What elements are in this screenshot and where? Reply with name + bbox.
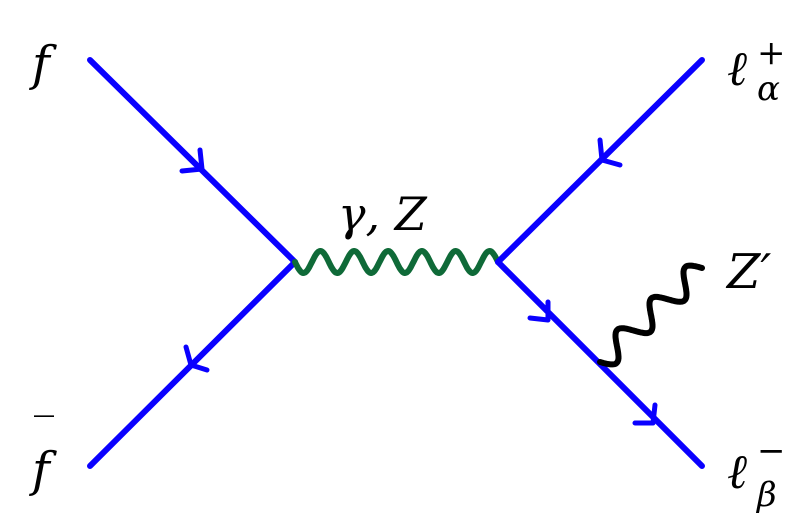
lepton-arrow-lminus: [527, 299, 551, 323]
label-zprime: Z′: [725, 244, 771, 300]
label-lplus: ℓ: [727, 41, 747, 97]
label-lminus-sub: β: [755, 475, 777, 515]
propagator-wavy-line: [292, 248, 501, 276]
label-lplus-sup: +: [757, 33, 786, 73]
label-lminus: ℓ: [727, 444, 747, 500]
fermion-line-f: [87, 57, 298, 265]
lepton-arrow-lplus: [597, 137, 623, 168]
label-lplus-sub: α: [757, 69, 780, 109]
label-boson: γ, Z: [338, 187, 428, 241]
label-lminus-sup: −: [757, 431, 786, 471]
lepton-arrow-lminus-2: [632, 402, 658, 426]
label-f: f: [29, 36, 57, 92]
zprime-wavy-line: [597, 262, 705, 368]
label-fbar-bar: ‾: [34, 410, 54, 456]
fermion-arrow-fbar: [183, 344, 210, 373]
fermion-arrow-f: [179, 147, 205, 174]
